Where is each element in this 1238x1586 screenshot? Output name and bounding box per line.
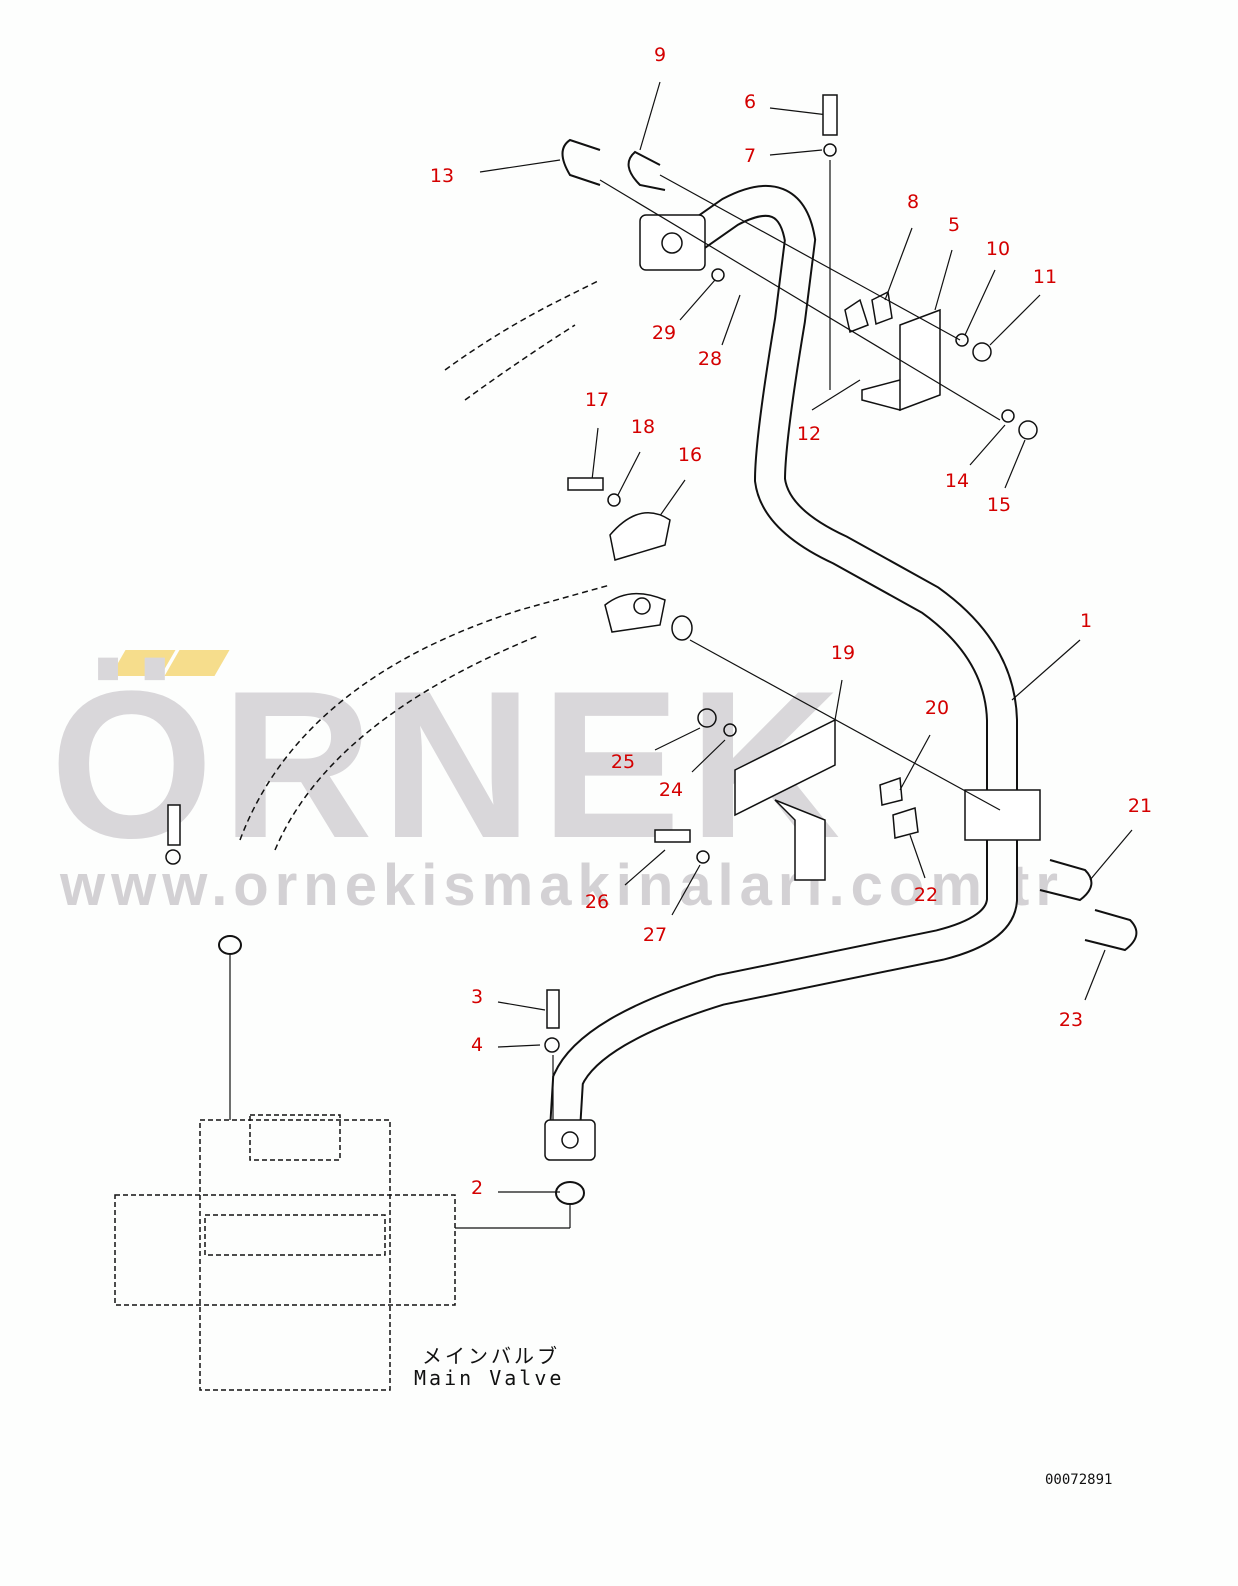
part-label-3[interactable]: 3: [470, 986, 484, 1008]
part-label-27[interactable]: 27: [642, 924, 668, 946]
washer-4: [544, 1037, 560, 1053]
washer-24: [723, 723, 737, 737]
u-bolt-23: [1084, 909, 1138, 952]
part-label-16[interactable]: 16: [677, 444, 703, 466]
pad-22: [892, 807, 919, 839]
bolt-3: [546, 989, 560, 1029]
washer-10: [955, 333, 969, 347]
part-label-9[interactable]: 9: [653, 44, 667, 66]
part-label-4[interactable]: 4: [470, 1034, 484, 1056]
part-label-12[interactable]: 12: [796, 423, 822, 445]
watermark-url: www.ornekismakinalari.com.tr: [60, 853, 1064, 918]
part-label-13[interactable]: 13: [429, 165, 455, 187]
bracket-19: [734, 718, 836, 881]
u-bolt-21: [1039, 859, 1093, 902]
pad-20: [879, 776, 903, 806]
o-ring-2: [555, 1181, 585, 1205]
part-label-24[interactable]: 24: [658, 779, 684, 801]
main-valve: [114, 1114, 456, 1391]
part-label-15[interactable]: 15: [986, 494, 1012, 516]
bolt-6: [822, 94, 838, 136]
u-bolt-9: [627, 150, 666, 191]
drawing-number: 00072891: [1045, 1472, 1113, 1488]
part-label-22[interactable]: 22: [913, 884, 939, 906]
o-ring: [218, 935, 242, 955]
part-label-1[interactable]: 1: [1079, 610, 1093, 632]
washer-7: [823, 143, 837, 157]
part-label-18[interactable]: 18: [630, 416, 656, 438]
hose-middle: [239, 584, 611, 841]
washer-27: [696, 850, 710, 864]
clamp-16: [609, 512, 671, 561]
flange-middle: [604, 592, 666, 633]
nut-15: [1018, 420, 1038, 440]
part-label-20[interactable]: 20: [924, 697, 950, 719]
nut-11: [972, 342, 992, 362]
pad-8: [844, 290, 893, 334]
part-label-2[interactable]: 2: [470, 1177, 484, 1199]
main-valve-label-jp: メインバルブ: [422, 1344, 560, 1368]
part-label-26[interactable]: 26: [584, 891, 610, 913]
part-label-17[interactable]: 17: [584, 389, 610, 411]
u-bolt-13: [561, 138, 601, 186]
watermark-logo: ÖRNEK: [50, 647, 849, 882]
part-label-10[interactable]: 10: [985, 238, 1011, 260]
part-label-6[interactable]: 6: [743, 91, 757, 113]
bolt-26: [654, 829, 691, 843]
hose-upper: [444, 279, 601, 371]
part-label-19[interactable]: 19: [830, 642, 856, 664]
main-valve-label-en: Main Valve: [414, 1366, 565, 1390]
part-label-11[interactable]: 11: [1032, 266, 1058, 288]
part-label-8[interactable]: 8: [906, 191, 920, 213]
washer-14: [1001, 409, 1015, 423]
part-label-29[interactable]: 29: [651, 322, 677, 344]
part-label-28[interactable]: 28: [697, 348, 723, 370]
o-ring: [671, 615, 693, 641]
flange-lower: [544, 1119, 596, 1161]
o-ring-29: [711, 268, 725, 282]
bolt-17: [567, 477, 604, 491]
part-label-5[interactable]: 5: [947, 214, 961, 236]
part-label-14[interactable]: 14: [944, 470, 970, 492]
washer-18: [607, 493, 621, 507]
part-label-21[interactable]: 21: [1127, 795, 1153, 817]
part-label-23[interactable]: 23: [1058, 1009, 1084, 1031]
part-label-7[interactable]: 7: [743, 145, 757, 167]
nut-25: [697, 708, 717, 728]
bolt: [167, 804, 181, 846]
part-label-25[interactable]: 25: [610, 751, 636, 773]
